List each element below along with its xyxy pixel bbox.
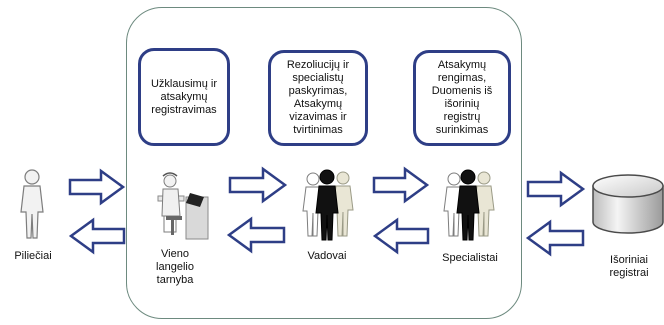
- managers-label-line: Vadovai: [307, 250, 347, 262]
- specialists-group-icon: [443, 169, 495, 241]
- arrow-left-office-to-citizen: [68, 217, 126, 255]
- one-stop-label-line: Vieno: [161, 248, 189, 260]
- assignment-line: paskyrimas,: [288, 85, 348, 97]
- assignment-text: Rezoliucijų ir specialistų paskyrimas, A…: [287, 59, 349, 137]
- preparation-line: surinkimas: [435, 124, 489, 136]
- arrow-right-citizen-to-office: [68, 168, 126, 206]
- registration-line: Užklausimų ir: [150, 77, 217, 90]
- external-registers-label: Išoriniai registrai: [600, 254, 658, 280]
- one-stop-label-line: langelio: [156, 261, 194, 273]
- registration-line: atsakymų: [160, 90, 208, 103]
- citizens-label: Piliečiai: [8, 250, 58, 263]
- registration-text: Užklausimų ir atsakymų registravimas: [151, 78, 217, 117]
- managers-group-icon: [302, 169, 354, 241]
- arrow-left-managers-to-office: [226, 216, 286, 254]
- preparation-line: Atsakymų: [437, 59, 487, 71]
- assignment-box: Rezoliucijų ir specialistų paskyrimas, A…: [268, 50, 368, 146]
- preparation-line: Duomenis iš: [431, 85, 493, 97]
- citizen-person-icon: [20, 169, 44, 239]
- assignment-line: tvirtinimas: [293, 124, 343, 136]
- one-stop-label: Vieno langelio tarnyba: [150, 248, 200, 287]
- specialists-label: Specialistai: [434, 252, 506, 265]
- registration-box: Užklausimų ir atsakymų registravimas: [138, 48, 230, 146]
- specialists-label-line: Specialistai: [442, 252, 498, 264]
- preparation-text: Atsakymų rengimas, Duomenis iš išorinių …: [432, 59, 493, 137]
- external-registers-label-line: Išoriniai: [610, 254, 648, 266]
- citizens-label-line: Piliečiai: [14, 250, 52, 262]
- one-stop-label-line: tarnyba: [156, 274, 194, 286]
- arrow-right-office-to-managers: [228, 166, 288, 204]
- preparation-box: Atsakymų rengimas, Duomenis iš išorinių …: [413, 50, 511, 146]
- institution-boundary: [126, 7, 522, 319]
- external-registers-label-line: registrai: [609, 267, 649, 279]
- preparation-line: rengimas,: [437, 72, 487, 84]
- assignment-line: vizavimas ir: [289, 111, 347, 123]
- assignment-line: Atsakymų: [293, 98, 343, 110]
- arrow-right-managers-to-specialists: [372, 166, 430, 204]
- assignment-line: specialistų: [292, 72, 344, 84]
- arrow-left-specialists-to-managers: [372, 217, 430, 255]
- registration-line: registravimas: [151, 103, 217, 116]
- managers-label: Vadovai: [300, 250, 354, 263]
- preparation-line: išorinių: [444, 98, 480, 110]
- clerk-at-desk-icon: [157, 172, 209, 240]
- preparation-line: registrų: [443, 111, 481, 123]
- arrow-right-specialists-to-registers: [526, 170, 586, 208]
- assignment-line: Rezoliucijų ir: [286, 59, 350, 71]
- arrow-left-registers-to-specialists: [525, 219, 585, 257]
- database-cylinder-icon: [592, 174, 664, 234]
